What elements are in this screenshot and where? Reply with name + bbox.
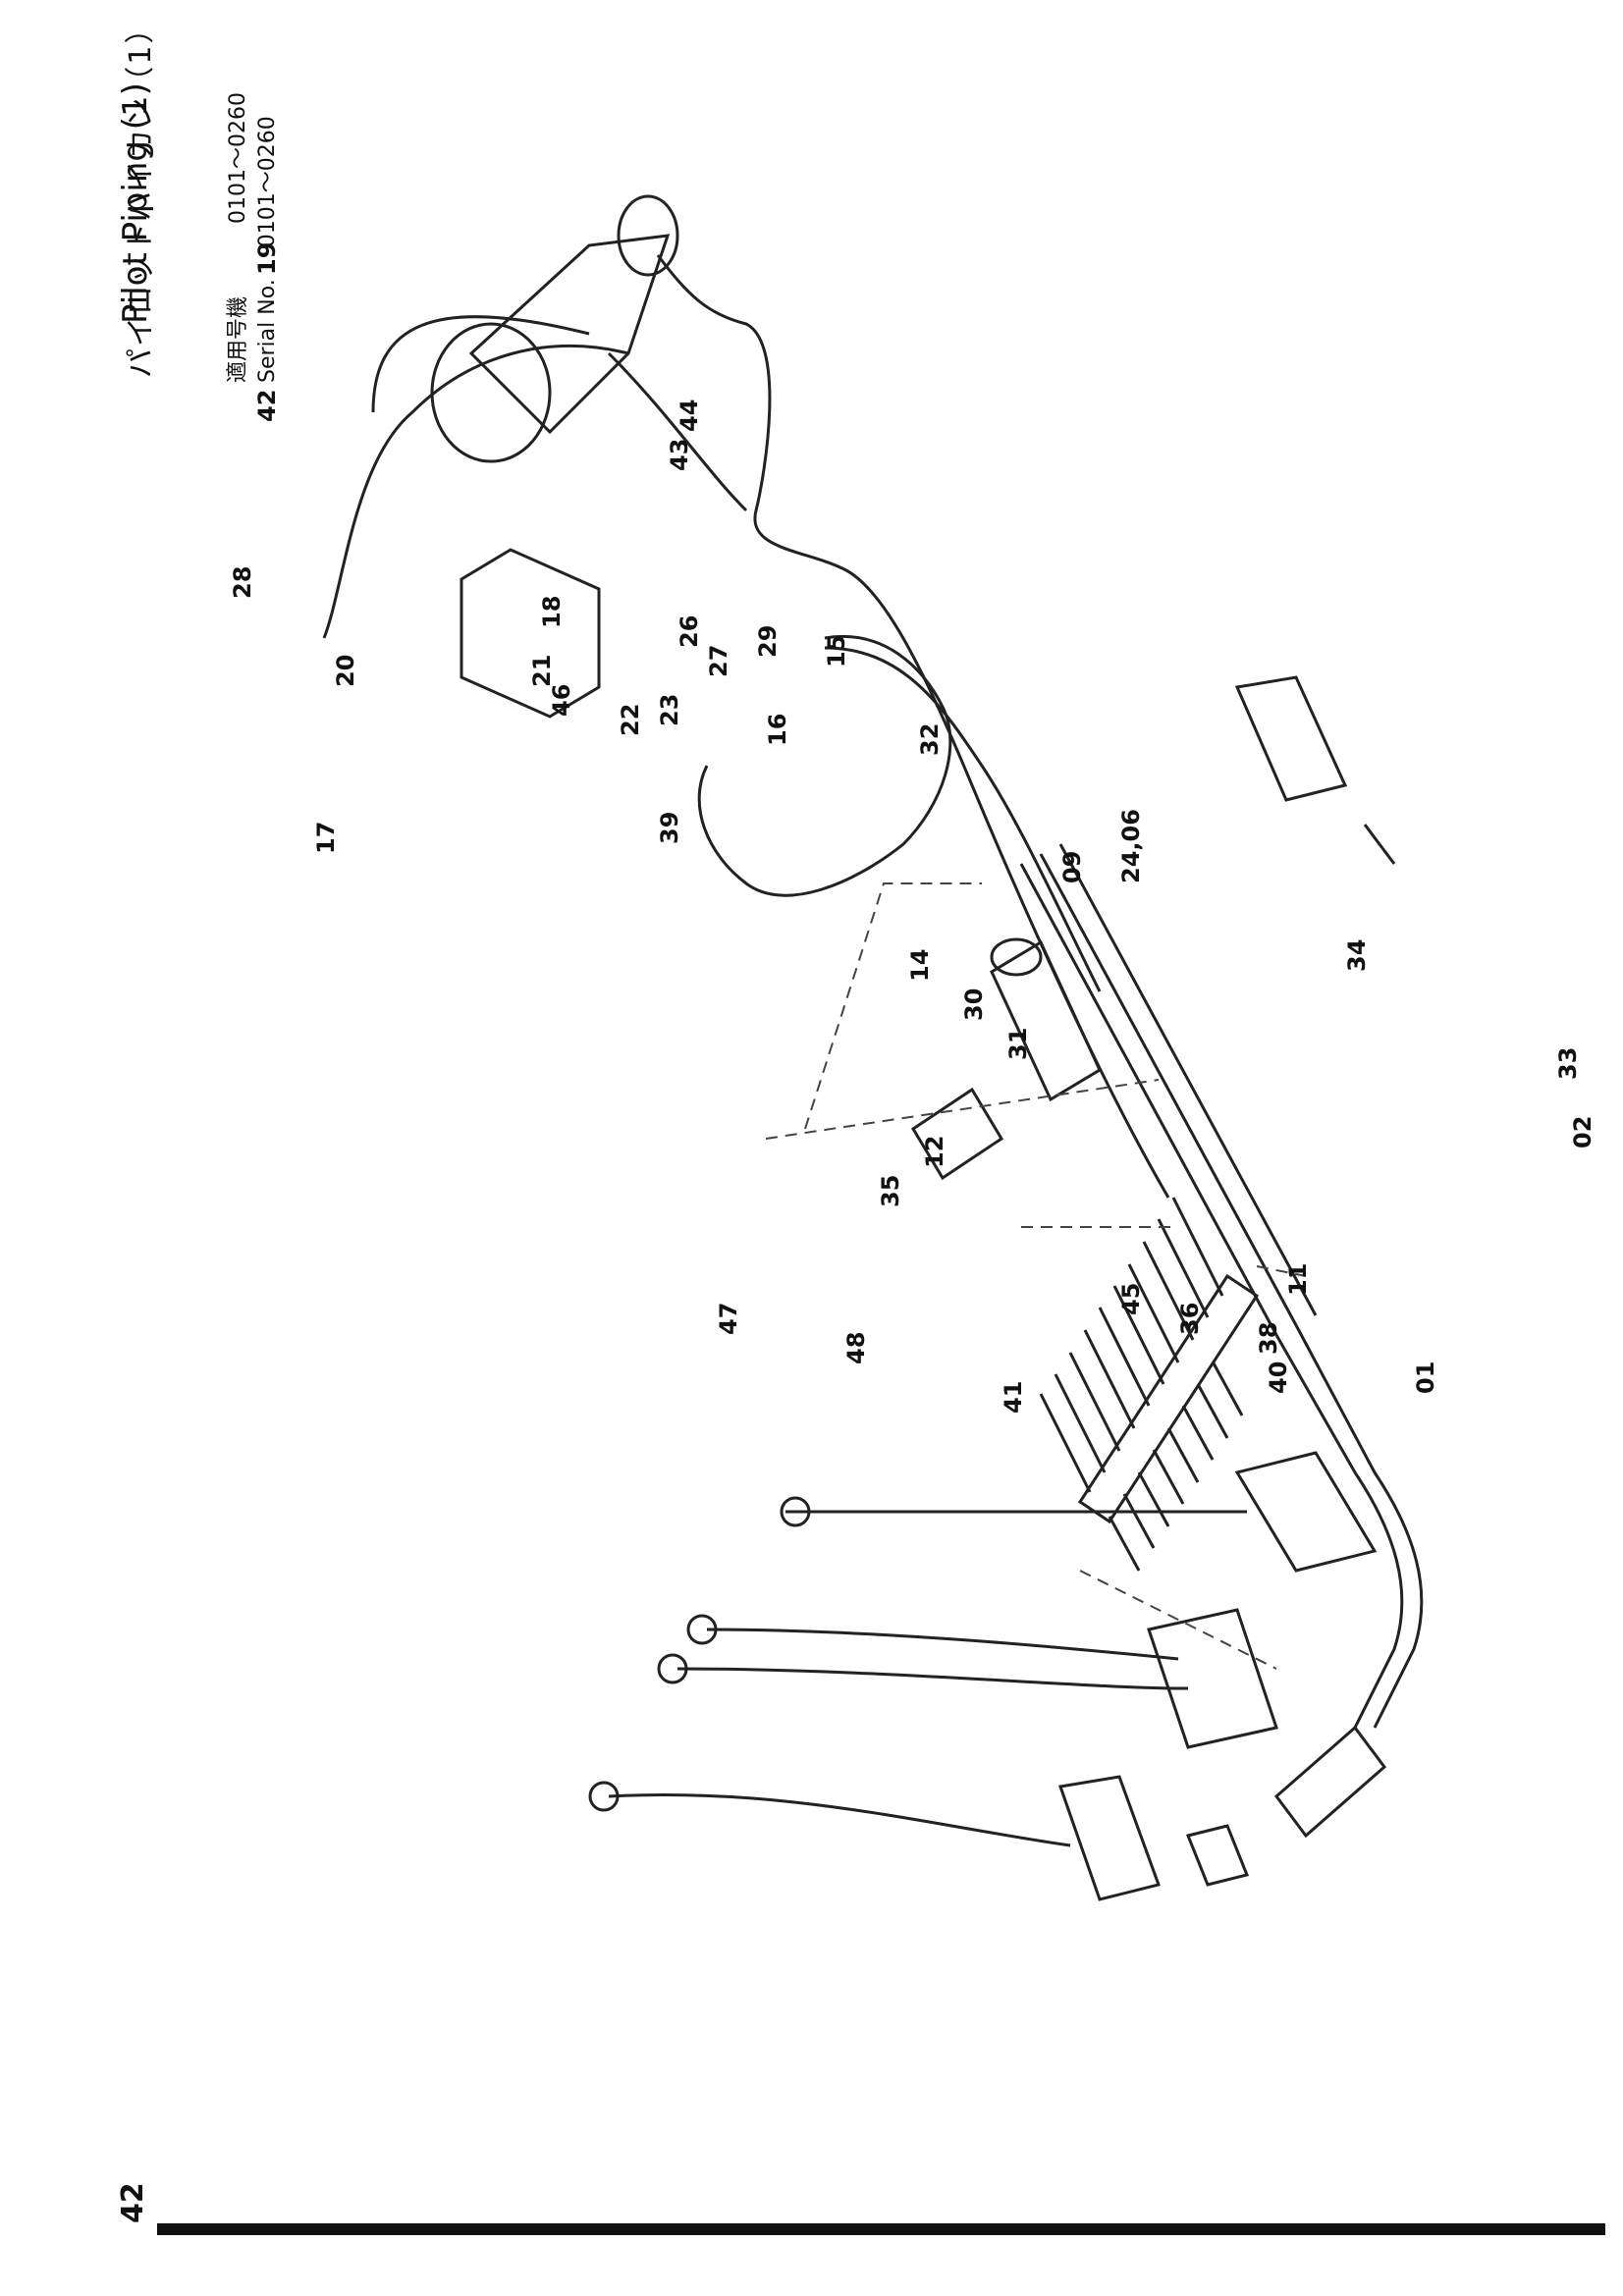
tank-body	[468, 234, 671, 435]
part-label-24-06: 24,06	[1117, 809, 1145, 883]
pump-block	[460, 548, 601, 719]
part-label-09: 09	[1058, 851, 1086, 883]
part-label-26: 26	[676, 615, 703, 648]
valve-12	[990, 939, 1102, 1102]
part-label-42: 42	[253, 390, 281, 422]
part-label-38: 38	[1255, 1322, 1282, 1355]
tank-flange	[430, 322, 552, 463]
part-label-28: 28	[229, 566, 256, 599]
diagram-lines	[322, 194, 1424, 1901]
part-label-15: 15	[823, 635, 850, 667]
part-label-18: 18	[538, 596, 566, 628]
manifold-34	[1077, 1273, 1260, 1524]
hose-17-left	[322, 345, 629, 639]
part-label-43: 43	[666, 439, 693, 471]
part-label-11: 11	[1284, 1263, 1312, 1296]
reference-lines	[765, 882, 1307, 1670]
hose-18	[697, 635, 952, 897]
pipe-bundle-lower	[1274, 1334, 1404, 1729]
part-label-02: 02	[1569, 1116, 1596, 1148]
part-47-block	[1234, 675, 1348, 802]
control-valve-04	[1057, 1775, 1161, 1901]
hose-19-top	[371, 315, 590, 413]
part-label-14: 14	[906, 949, 934, 982]
pipe-35	[1019, 863, 1278, 1336]
part-label-17: 17	[312, 822, 340, 854]
bracket-10	[1273, 1725, 1387, 1839]
part-label-27: 27	[705, 645, 732, 677]
control-valve-01	[1234, 1451, 1378, 1573]
part-47-fitting	[1363, 824, 1396, 865]
bracket-08	[1185, 1824, 1250, 1887]
part-label-47: 47	[715, 1303, 742, 1335]
lever-02b	[676, 1667, 1189, 1690]
lever-04	[608, 1792, 1071, 1847]
control-valve-02	[1147, 1608, 1278, 1749]
part-label-29: 29	[754, 625, 782, 658]
part-label-32: 32	[916, 723, 944, 756]
part-labels: 0102030405060708091011121314151617181920…	[229, 242, 1596, 1414]
part-label-22: 22	[617, 704, 644, 736]
part-label-33: 33	[1554, 1047, 1582, 1080]
part-label-30: 30	[960, 988, 988, 1021]
part-label-40: 40	[1265, 1362, 1292, 1394]
lever-01-knob	[780, 1496, 811, 1527]
part-label-31: 31	[1004, 1028, 1032, 1060]
part-label-16: 16	[764, 714, 791, 746]
part-label-39: 39	[656, 812, 683, 844]
lever-02a	[706, 1628, 1179, 1661]
hose-39	[824, 646, 1102, 992]
lever-04-knob	[588, 1781, 620, 1812]
hose-17-right	[656, 254, 1170, 1199]
part-label-21: 21	[528, 655, 556, 687]
pipe-bundle-lower-2	[1294, 1324, 1424, 1729]
part-label-36: 36	[1176, 1303, 1204, 1335]
tank-end	[617, 194, 679, 277]
page-rule	[157, 2223, 1605, 2235]
pipe-38	[1058, 843, 1318, 1316]
part-label-46: 46	[548, 684, 575, 717]
part-label-19: 19	[253, 242, 281, 275]
pipe-36	[1039, 853, 1298, 1326]
part-label-41: 41	[1000, 1381, 1027, 1414]
hose-20	[607, 351, 748, 512]
part-label-12: 12	[921, 1136, 948, 1168]
part-label-01: 01	[1412, 1362, 1439, 1394]
part-label-34: 34	[1343, 939, 1371, 972]
part-label-44: 44	[676, 400, 703, 432]
lever-02a-knob	[686, 1614, 718, 1645]
lever-02b-knob	[657, 1653, 688, 1684]
part-label-48: 48	[842, 1332, 870, 1364]
block-09	[910, 1087, 1004, 1181]
part-label-20: 20	[332, 655, 359, 687]
part-label-23: 23	[656, 694, 683, 726]
part-label-35: 35	[877, 1175, 904, 1207]
valve-12-end	[990, 937, 1043, 977]
part-label-45: 45	[1117, 1283, 1145, 1315]
manifold-tubes	[1039, 1197, 1244, 1572]
